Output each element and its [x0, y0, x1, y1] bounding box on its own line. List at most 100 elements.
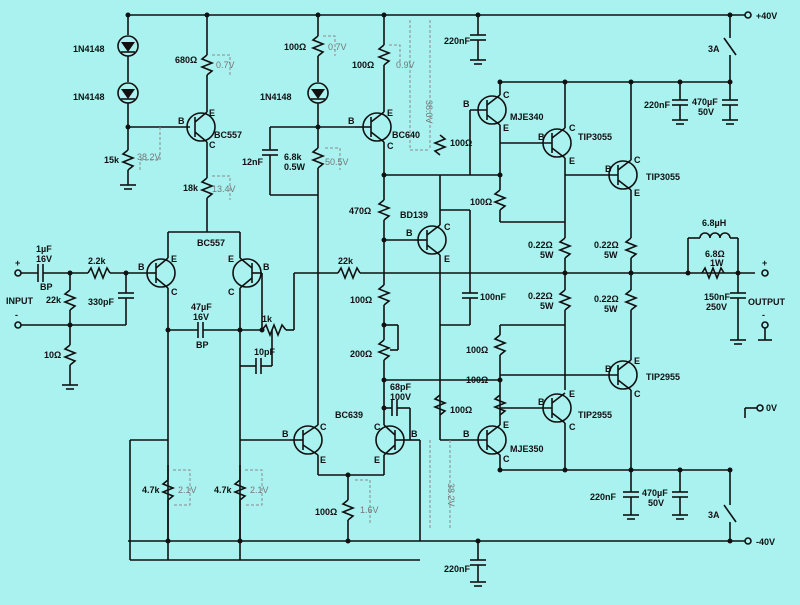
mje340-b-pin: B — [463, 99, 470, 109]
v382b-label: 38.2V — [446, 483, 456, 507]
c47u-voltage: 16V — [193, 312, 209, 322]
tip3055-b-c-pin: C — [634, 155, 641, 165]
v382a-label: 38.2V — [137, 152, 161, 162]
lower-stage: B C E B C E BC639 68pF 100V 100Ω — [240, 382, 421, 541]
c220n-bot-label: 220nF — [444, 564, 471, 574]
diode-1-label: 1N4148 — [73, 44, 105, 54]
c150n-voltage: 250V — [706, 302, 727, 312]
tip3055-a-e-pin: E — [569, 156, 575, 166]
c68p-label: 68pF — [390, 382, 412, 392]
bd139-c-pin: C — [444, 222, 451, 232]
lower-left-e-pin: E — [320, 455, 326, 465]
bc640-label: BC640 — [392, 130, 420, 140]
c47u-type: BP — [196, 340, 209, 350]
fuse-bottom-label: 3A — [708, 510, 720, 520]
bc640-e-pin: E — [387, 108, 393, 118]
differential-pair: B E C B E C 47µF 16V BP 1k 10pF — [138, 232, 295, 560]
bc557-b-pin: B — [178, 116, 185, 126]
tip3055-b-b-pin: B — [605, 164, 612, 174]
output-label: OUTPUT — [748, 297, 786, 307]
decoupling: 220nF 220nF 470µF 50V 220nF 470µF 50V — [444, 12, 738, 587]
diode-3-label: 1N4148 — [260, 92, 292, 102]
re4-watt: 5W — [604, 304, 618, 314]
mje340-label: MJE340 — [510, 112, 544, 122]
tip2955-a-c-pin: C — [634, 389, 641, 399]
output-stage: B C E TIP3055 B C E TIP3055 0.22Ω 5W 0.2… — [500, 79, 680, 473]
c100n-label: 100nF — [480, 292, 507, 302]
v134-label: 13.4V — [212, 184, 236, 194]
r100-a-label: 100Ω — [284, 42, 306, 52]
r200-label: 200Ω — [350, 349, 372, 359]
cin-label: 1µF — [36, 244, 52, 254]
cin-voltage: 16V — [36, 254, 52, 264]
r10-label: 10Ω — [44, 350, 61, 360]
r18k-label: 18k — [183, 183, 199, 193]
c150n-label: 150nF — [704, 292, 731, 302]
bc639-label: BC639 — [335, 410, 363, 420]
r2k2-label: 2.2k — [88, 256, 107, 266]
ground-label: 0V — [766, 403, 777, 413]
v505-label: 50.5V — [325, 157, 349, 167]
tip3055-a-b-pin: B — [538, 132, 545, 142]
v21a-label: 2.1V — [178, 485, 197, 495]
cin-type: BP — [40, 282, 53, 292]
bd139-b-pin: B — [406, 228, 413, 238]
input-section: + - INPUT 1µF 16V BP 2.2k 22k 10Ω 330pF — [6, 244, 150, 390]
mje350-e-pin: E — [503, 420, 509, 430]
r6k8-label: 6.8k — [284, 152, 303, 162]
tip3055-a-c-pin: C — [569, 123, 576, 133]
c470-top-label: 470µF — [692, 97, 718, 107]
pos-rail-label: +40V — [756, 11, 777, 21]
r100-c-label: 100Ω — [350, 295, 372, 305]
supply-rails: +40V -40V 0V 3A 3A — [128, 11, 777, 547]
bc639-b-pin: B — [411, 429, 418, 439]
diff-right-e-pin: E — [228, 254, 234, 264]
rl-watt: 1W — [710, 258, 724, 268]
r100-b-label: 100Ω — [352, 60, 374, 70]
r6k8-watt: 0.5W — [284, 162, 306, 172]
output-plus-terminal — [761, 269, 769, 277]
input-label: INPUT — [6, 296, 34, 306]
c470-top-voltage: 50V — [698, 107, 714, 117]
tip2955-a-label: TIP2955 — [646, 372, 680, 382]
tip3055-a-label: TIP3055 — [578, 132, 612, 142]
c470-bot-label: 470µF — [642, 488, 668, 498]
bd139-e-pin: E — [444, 254, 450, 264]
output-minus-terminal — [761, 321, 769, 329]
lower-left-c-pin: C — [320, 422, 327, 432]
c220n-top-label: 220nF — [444, 36, 471, 46]
r1k-label: 1k — [262, 314, 273, 324]
re4-label: 0.22Ω — [594, 294, 619, 304]
r22k-fb-label: 22k — [338, 256, 354, 266]
r22k-in-label: 22k — [46, 295, 62, 305]
tip2955-b-e-pin: E — [569, 389, 575, 399]
input-plus-terminal — [14, 269, 22, 277]
r4k7-a-label: 4.7k — [142, 485, 161, 495]
r100-g-label: 100Ω — [466, 375, 488, 385]
feedback-line: 22k — [294, 256, 755, 281]
bc640-b-pin: B — [348, 116, 355, 126]
bias-network: 1N4148 1N4148 15k 680Ω B E C BC557 18k B… — [73, 12, 242, 248]
v09-label: 0.9V — [396, 60, 415, 70]
output-plus-sign: + — [762, 258, 767, 268]
c470-bot-voltage: 50V — [648, 498, 664, 508]
rl-label: 6.8Ω — [705, 249, 725, 259]
bc557-e-pin: E — [209, 108, 215, 118]
c10p-label: 10pF — [254, 347, 276, 357]
tip2955-b-c-pin: C — [569, 422, 576, 432]
output-network: 6.8µH 6.8Ω 1W + 150nF 250V OUTPUT - — [685, 218, 786, 345]
input-plus-sign: + — [15, 258, 20, 268]
c47u-label: 47µF — [191, 302, 212, 312]
input-minus-terminal — [14, 321, 22, 329]
diff-right-c-pin: C — [228, 287, 235, 297]
lower-left-b-pin: B — [282, 429, 289, 439]
v07b-label: 0.7V — [328, 42, 347, 52]
diff-right-b-pin: B — [263, 262, 270, 272]
mje350-b-pin: B — [463, 429, 470, 439]
c220n-rail2-label: 220nF — [590, 492, 617, 502]
r100-f-label: 100Ω — [466, 345, 488, 355]
fuse-top-label: 3A — [708, 44, 720, 54]
tip3055-b-label: TIP3055 — [646, 172, 680, 182]
tip2955-b-label: TIP2955 — [578, 410, 612, 420]
